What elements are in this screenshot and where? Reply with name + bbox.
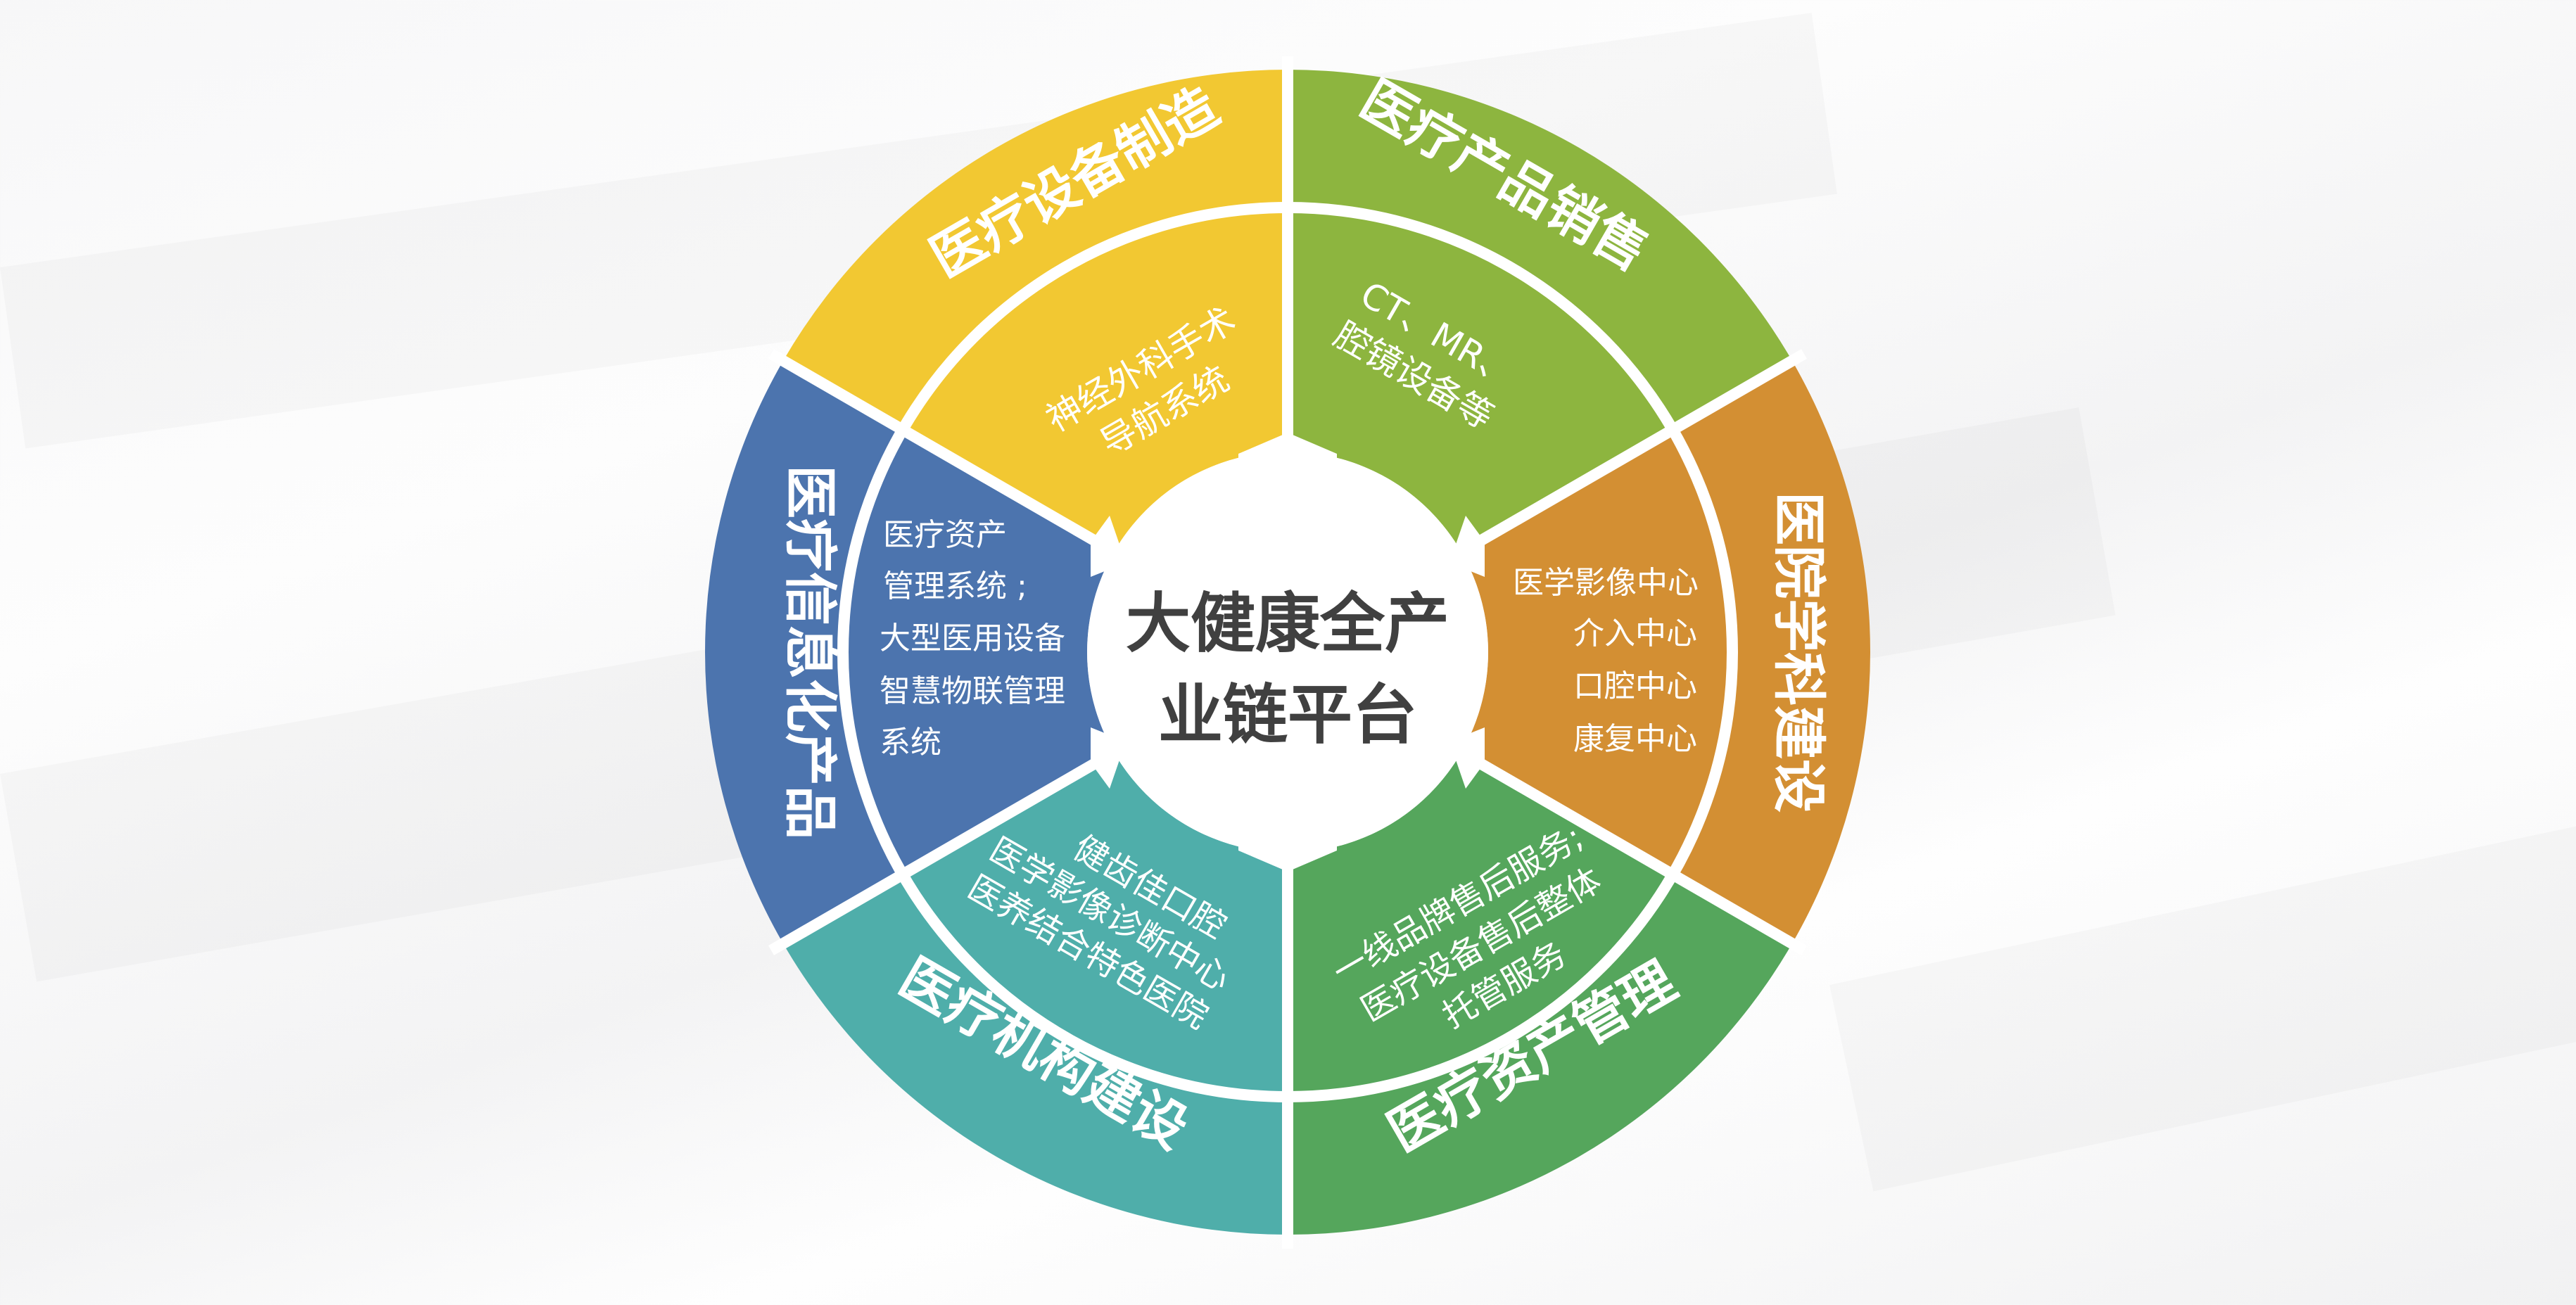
svg-text:管理系统 ;: 管理系统 ; bbox=[883, 568, 1027, 604]
svg-text:介入中心: 介入中心 bbox=[1573, 616, 1697, 651]
hub-title-line2: 业链平台 bbox=[1158, 677, 1417, 753]
outer-label-information-products: 医疗信息化产品 bbox=[779, 465, 842, 839]
svg-text:大型医用设备: 大型医用设备 bbox=[880, 620, 1065, 656]
svg-text:系统: 系统 bbox=[880, 725, 941, 760]
outer-label-hospital-discipline: 医院学科建设 bbox=[1768, 492, 1830, 813]
svg-text:医学影像中心: 医学影像中心 bbox=[1513, 565, 1699, 601]
segment-hospital-discipline bbox=[1461, 361, 1870, 943]
segment-information-products bbox=[704, 361, 1115, 943]
inner-text-hospital-discipline: 医学影像中心 介入中心 口腔中心 康复中心 bbox=[1513, 565, 1699, 757]
svg-text:医疗资产: 医疗资产 bbox=[883, 517, 1007, 553]
svg-text:康复中心: 康复中心 bbox=[1573, 721, 1697, 757]
hub-title-line1: 大健康全产 bbox=[1126, 586, 1449, 661]
svg-text:口腔中心: 口腔中心 bbox=[1573, 668, 1697, 704]
inner-text-information-products: 医疗资产 管理系统 ; 大型医用设备 智慧物联管理 系统 bbox=[880, 517, 1065, 760]
svg-text:智慧物联管理: 智慧物联管理 bbox=[880, 673, 1065, 709]
center-hub: 大健康全产 业链平台 bbox=[1087, 433, 1488, 872]
